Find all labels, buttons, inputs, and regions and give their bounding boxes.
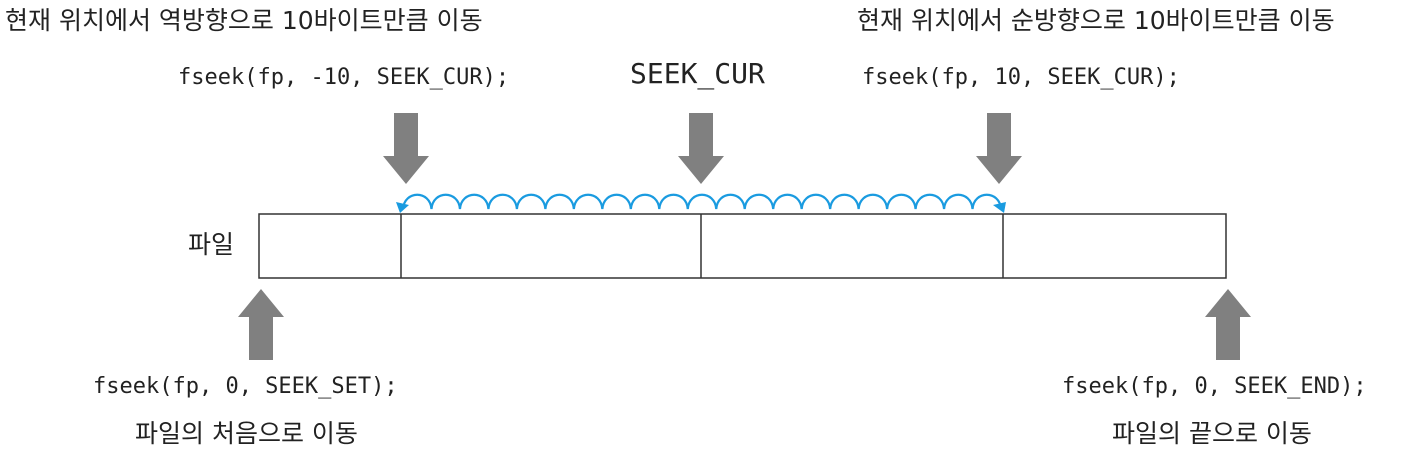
seek-end-code: fseek(fp, 0, SEEK_END);	[1062, 374, 1367, 399]
down-arrow-forward	[976, 113, 1022, 184]
wave-movement-line	[401, 193, 1003, 210]
file-label: 파일	[188, 230, 235, 259]
up-arrow-seek-set	[238, 289, 284, 360]
forward-description: 현재 위치에서 순방향으로 10바이트만큼 이동	[857, 6, 1335, 35]
file-bar-outline	[258, 213, 1227, 279]
down-arrow-backward	[383, 113, 429, 184]
seek-cur-title: SEEK_CUR	[630, 57, 765, 90]
seek-end-description: 파일의 끝으로 이동	[1112, 419, 1312, 448]
seek-set-code: fseek(fp, 0, SEEK_SET);	[93, 374, 398, 399]
down-arrow-current	[678, 113, 724, 184]
up-arrow-seek-end	[1205, 289, 1251, 360]
wave-arrowhead-left	[396, 202, 409, 213]
backward-description: 현재 위치에서 역방향으로 10바이트만큼 이동	[5, 6, 483, 35]
wave-arrowhead-right	[993, 202, 1006, 213]
file-bar	[258, 213, 1227, 279]
forward-seek-code: fseek(fp, 10, SEEK_CUR);	[862, 65, 1180, 90]
seek-set-description: 파일의 처음으로 이동	[135, 419, 358, 448]
backward-seek-code: fseek(fp, -10, SEEK_CUR);	[178, 65, 510, 90]
